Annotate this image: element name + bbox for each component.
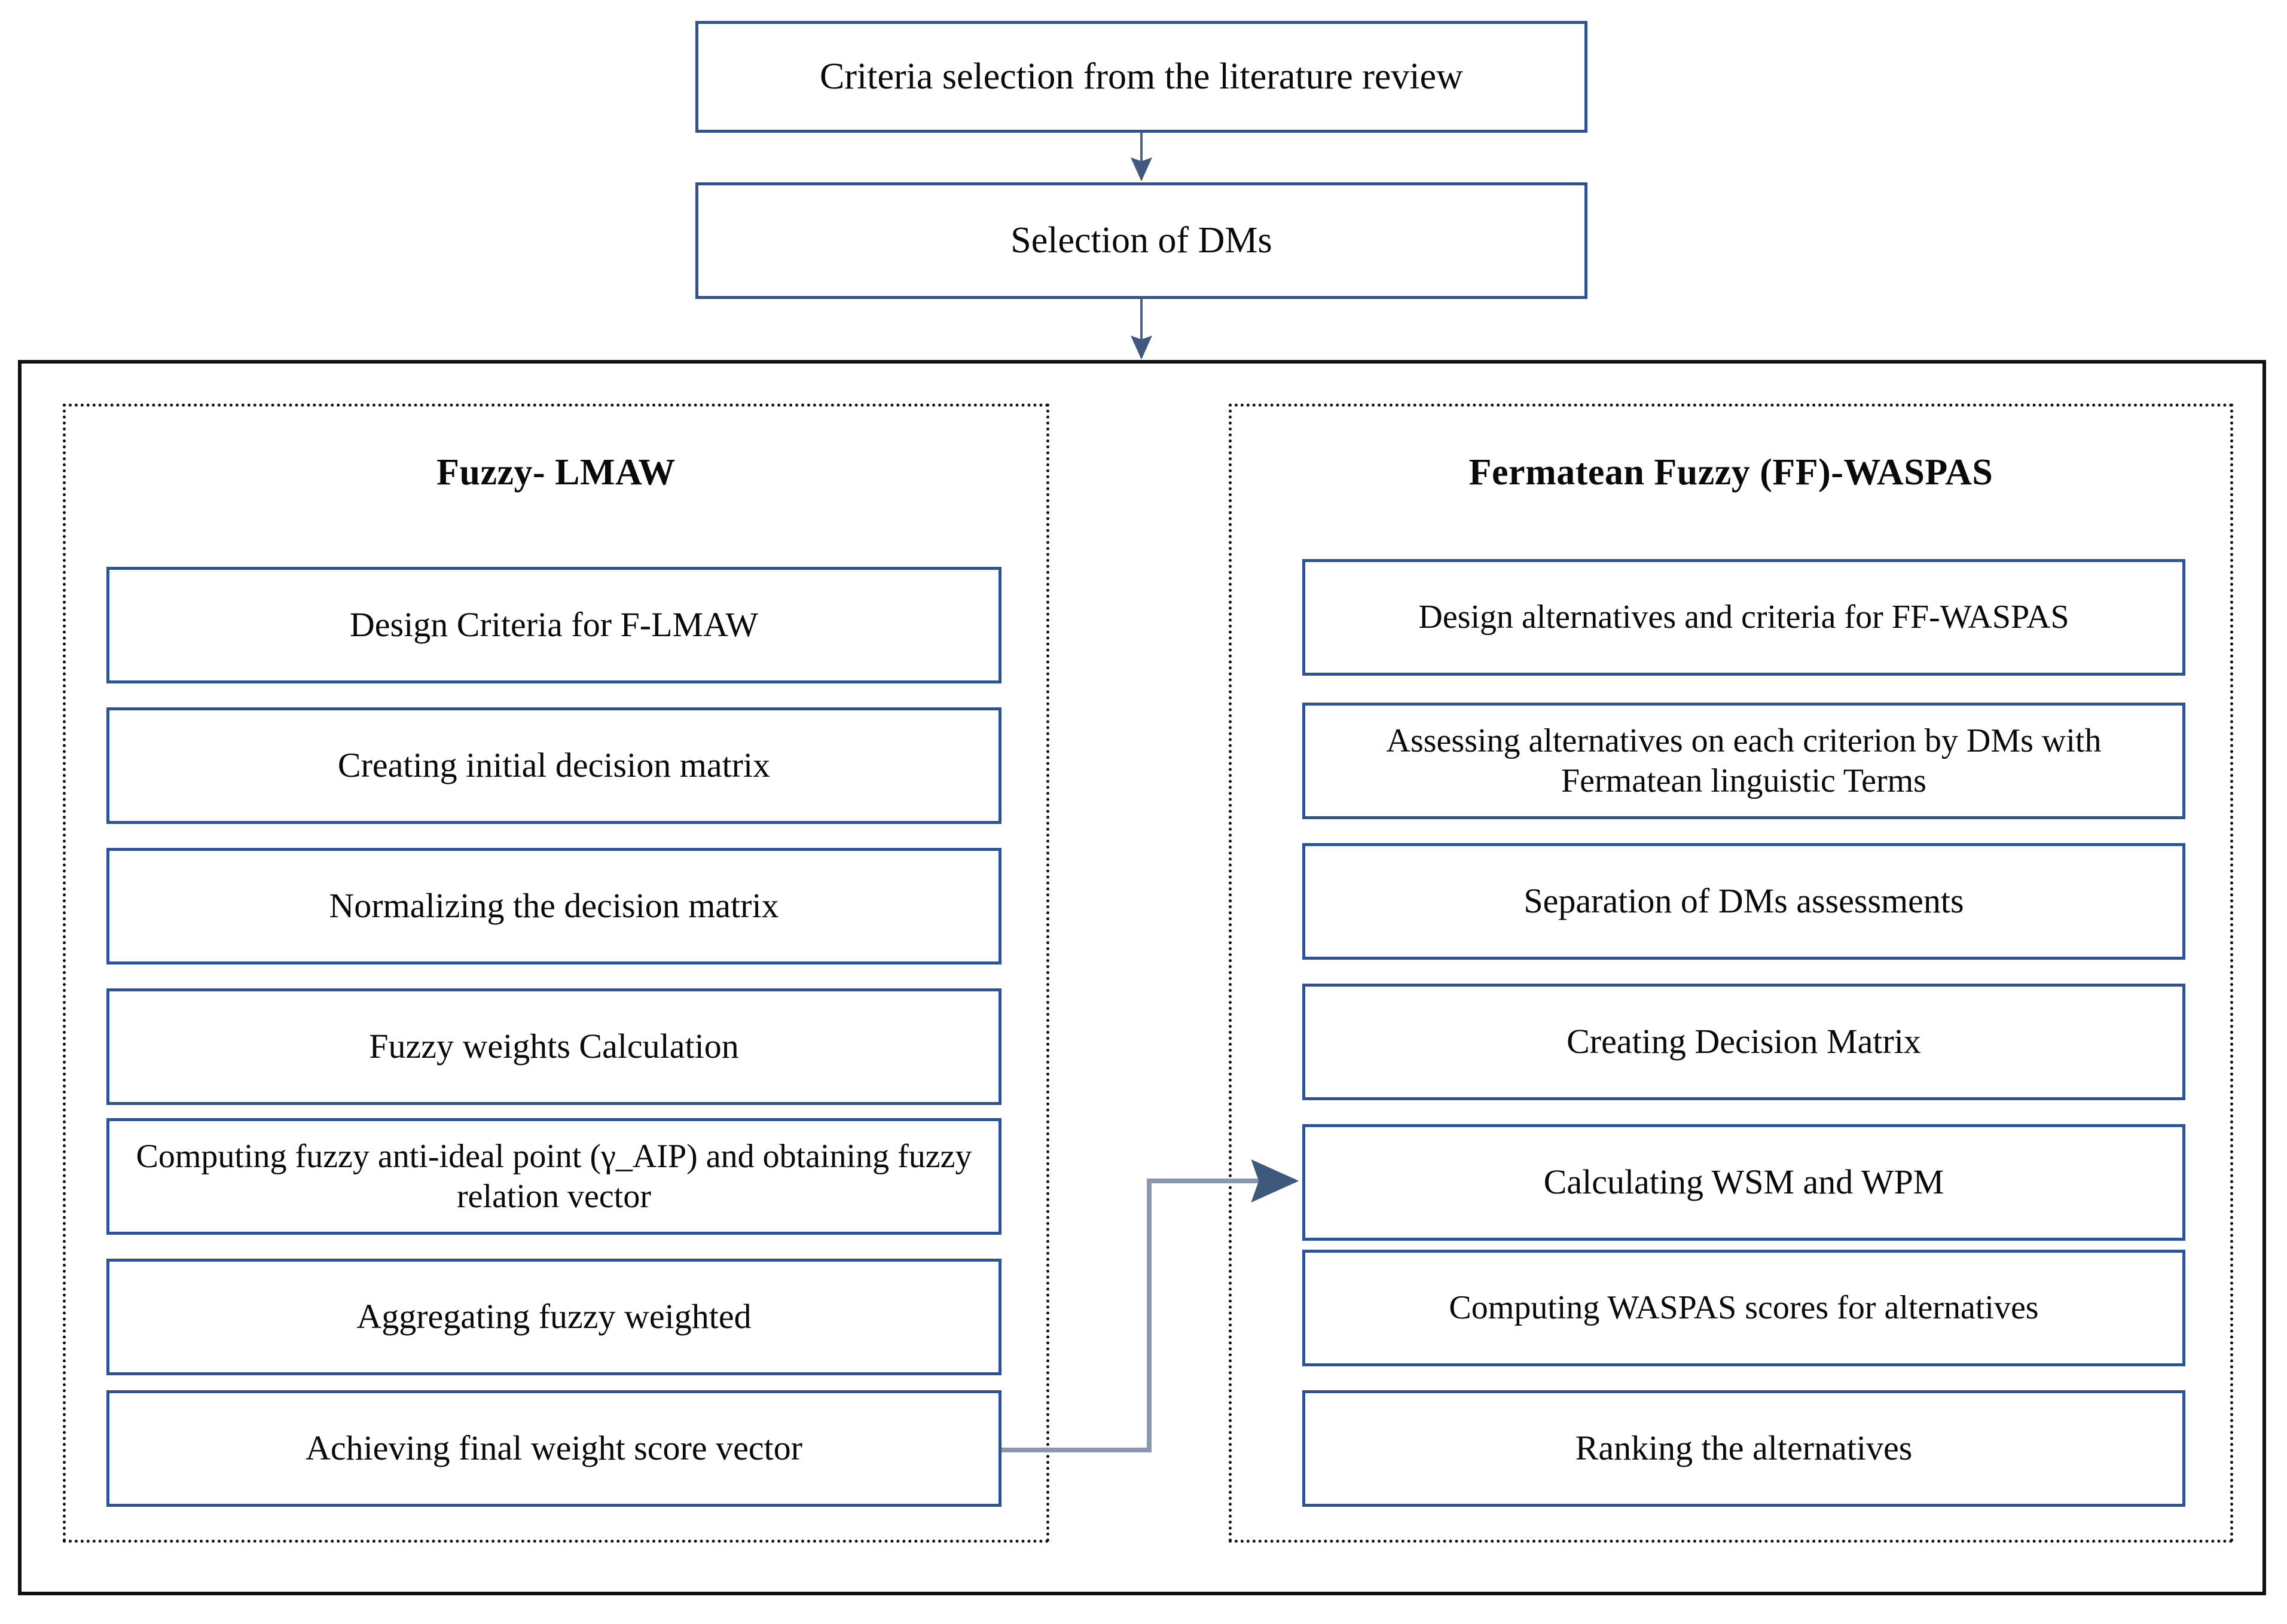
step-separation-of-dms-assessments: Separation of DMs assessments [1302,843,2185,960]
panel-title-ff-waspas: Fermatean Fuzzy (FF)-WASPAS [1468,452,1993,493]
step-label: Aggregating fuzzy weighted [356,1297,752,1336]
step-label: Creating Decision Matrix [1567,1022,1921,1061]
criteria-selection-label: Criteria selection from the literature r… [820,56,1463,97]
step-label: Design alternatives and criteria for FF-… [1418,599,2069,636]
step-creating-decision-matrix: Creating Decision Matrix [1302,984,2185,1100]
selection-of-dms-box: Selection of DMs [695,182,1587,299]
criteria-selection-box: Criteria selection from the literature r… [695,21,1587,133]
step-label: Ranking the alternatives [1575,1428,1913,1468]
step-label: Normalizing the decision matrix [329,886,779,926]
step-assessing-alternatives-fermatean-terms: Assessing alternatives on each criterion… [1302,703,2185,819]
panel-fuzzy-lmaw [63,404,1049,1543]
step-label: Computing fuzzy anti-ideal point (γ_AIP)… [136,1138,972,1215]
step-label: Creating initial decision matrix [337,746,771,785]
step-normalizing-decision-matrix: Normalizing the decision matrix [106,848,1001,964]
step-ranking-the-alternatives: Ranking the alternatives [1302,1390,2185,1507]
step-label: Calculating WSM and WPM [1543,1162,1944,1202]
selection-of-dms-label: Selection of DMs [1010,219,1272,261]
step-label: Computing WASPAS scores for alternatives [1449,1289,2039,1327]
step-creating-initial-decision-matrix: Creating initial decision matrix [106,707,1001,824]
step-achieving-final-weight-score-vector: Achieving final weight score vector [106,1390,1001,1507]
step-design-alternatives-criteria-ff-waspas: Design alternatives and criteria for FF-… [1302,559,2185,676]
step-design-criteria-f-lmaw: Design Criteria for F-LMAW [106,567,1001,683]
step-computing-fuzzy-anti-ideal-point: Computing fuzzy anti-ideal point (γ_AIP)… [106,1118,1001,1235]
step-computing-waspas-scores: Computing WASPAS scores for alternatives [1302,1250,2185,1366]
panel-title-fuzzy-lmaw: Fuzzy- LMAW [436,452,676,493]
step-label: Separation of DMs assessments [1523,881,1964,921]
panel-ff-waspas [1229,404,2233,1543]
step-aggregating-fuzzy-weighted: Aggregating fuzzy weighted [106,1259,1001,1375]
step-fuzzy-weights-calculation: Fuzzy weights Calculation [106,988,1001,1105]
step-calculating-wsm-wpm: Calculating WSM and WPM [1302,1124,2185,1241]
step-label: Assessing alternatives on each criterion… [1386,722,2102,799]
step-label: Design Criteria for F-LMAW [349,605,759,645]
step-label: Achieving final weight score vector [305,1428,803,1468]
step-label: Fuzzy weights Calculation [369,1027,739,1066]
